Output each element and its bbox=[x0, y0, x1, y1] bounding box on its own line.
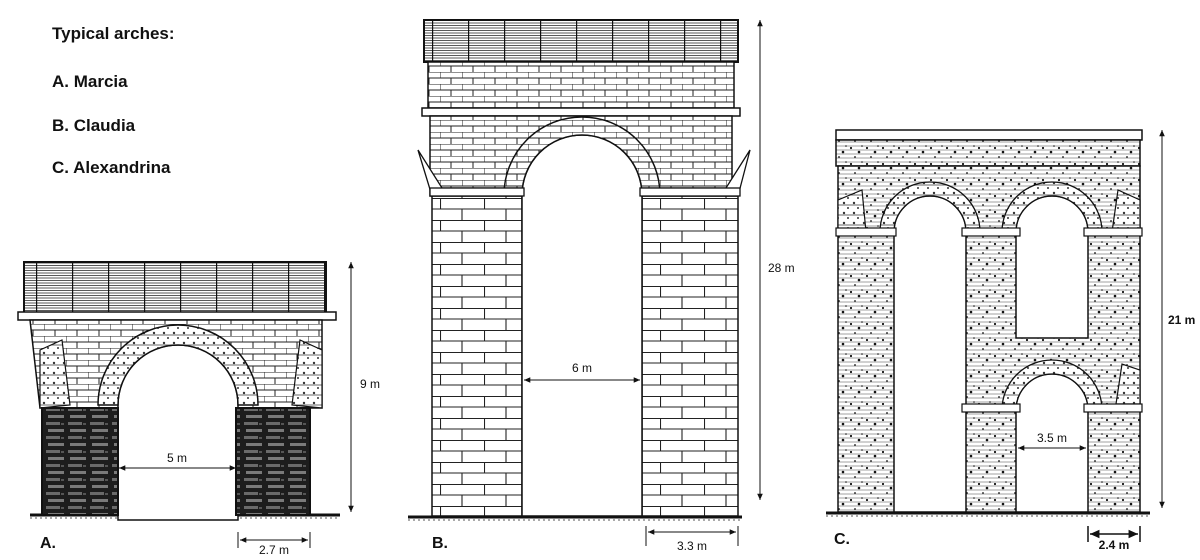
arch-b-top-masonry bbox=[423, 19, 739, 63]
arch-b-right-pier bbox=[641, 195, 739, 517]
arch-a-pier-label: 2.7 m bbox=[259, 543, 289, 557]
arch-a-opening bbox=[117, 344, 239, 521]
legend-item-b: B. Claudia bbox=[52, 116, 136, 135]
arch-c-pier-label: 2.4 m bbox=[1099, 538, 1130, 552]
arch-c-letter: C. bbox=[834, 531, 850, 548]
arch-b-opening bbox=[521, 134, 643, 517]
legend-item-a: A. Marcia bbox=[52, 72, 128, 91]
arch-c-span-label: 3.5 m bbox=[1037, 431, 1067, 445]
arch-b-height-label: 28 m bbox=[768, 261, 795, 275]
arch-b-left-pier bbox=[431, 195, 523, 517]
arch-c: 21 m 3.5 m 2.4 m C. bbox=[826, 129, 1195, 552]
arch-a-left-pier bbox=[41, 407, 119, 516]
arch-a-top-masonry bbox=[23, 261, 327, 315]
arch-c-upper-opening bbox=[1015, 195, 1089, 339]
arch-c-height-label: 21 m bbox=[1168, 313, 1195, 327]
arch-a-voussoirs bbox=[97, 324, 259, 406]
arch-a-span-label: 5 m bbox=[167, 451, 187, 465]
arch-a-letter: A. bbox=[40, 535, 56, 552]
arch-a: 9 m 5 m 2.7 m A. bbox=[17, 261, 380, 557]
legend-item-c: C. Alexandrina bbox=[52, 158, 171, 177]
arch-c-cornice bbox=[835, 129, 1143, 141]
arch-b-letter: B. bbox=[432, 535, 448, 552]
arch-b: 28 m 6 m 3.3 m B. bbox=[408, 19, 795, 553]
legend-title: Typical arches: bbox=[52, 24, 175, 43]
arch-b-span-label: 6 m bbox=[572, 361, 592, 375]
arch-a-height-label: 9 m bbox=[360, 377, 380, 391]
arch-c-left-opening bbox=[893, 195, 967, 513]
arch-b-pier-label: 3.3 m bbox=[677, 539, 707, 553]
arch-a-right-pier bbox=[235, 407, 311, 516]
